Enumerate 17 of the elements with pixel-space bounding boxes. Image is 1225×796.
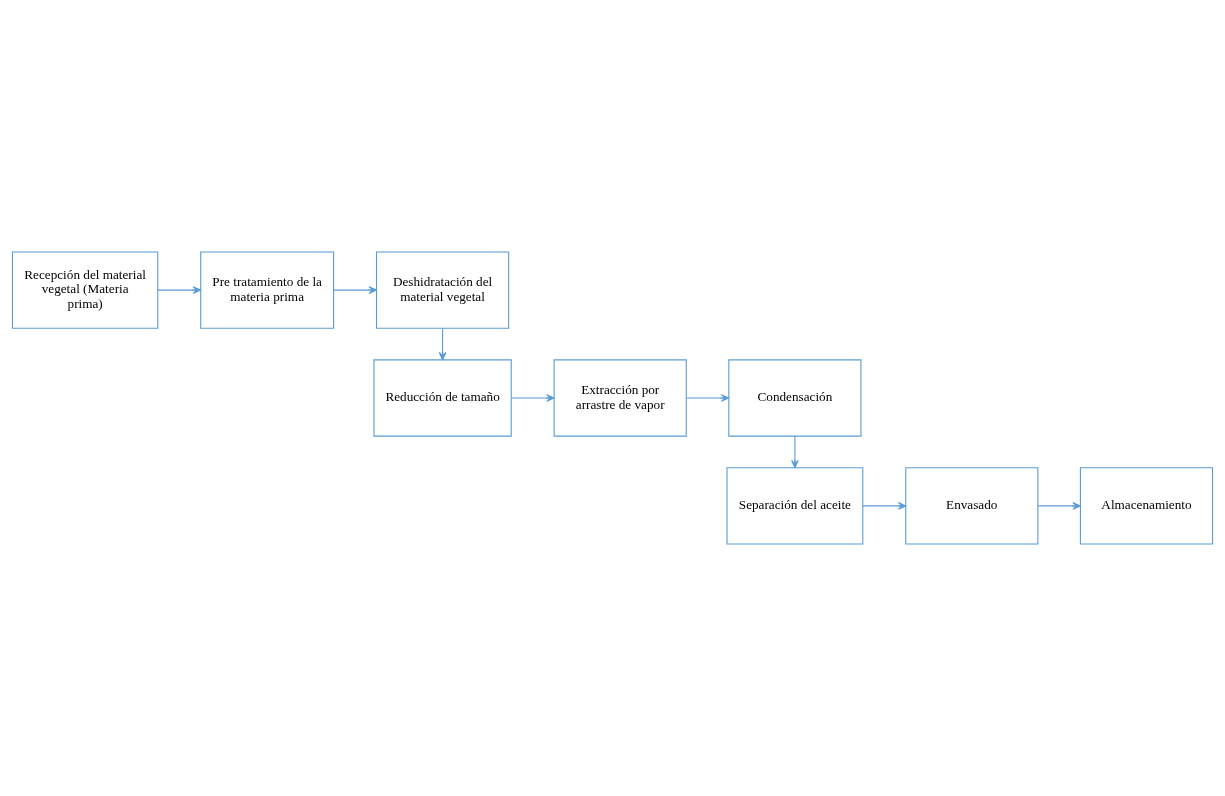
node-box: Deshidratación del material vegetal	[375, 251, 510, 329]
node-box: Extracción por arrastre de vapor	[553, 359, 687, 437]
node-box: Recepción del material vegetal (Materia prima)	[11, 251, 159, 329]
node-box: Envasado	[905, 467, 1039, 545]
node-box: Almacenamiento	[1079, 467, 1214, 545]
node-box: Reducción de tamaño	[373, 359, 512, 437]
arrow	[333, 286, 377, 294]
arrow	[862, 502, 907, 510]
node-box: Condensación	[728, 359, 862, 437]
arrow	[510, 394, 555, 402]
arrow	[685, 394, 730, 402]
arrow	[791, 435, 799, 469]
node-box: Pre tratamiento de la materia prima	[200, 251, 335, 329]
arrow	[438, 327, 447, 361]
arrow	[1037, 502, 1081, 510]
arrow	[157, 286, 201, 294]
node-box: Separación del aceite	[726, 467, 864, 545]
